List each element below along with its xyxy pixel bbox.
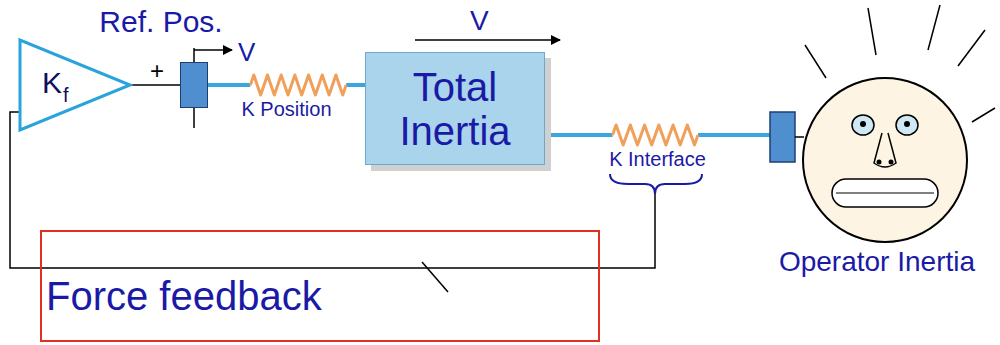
feedback-title: Force feedback xyxy=(46,274,322,318)
operator-face: Operator Inertia xyxy=(770,75,975,245)
inertia-box: Total Inertia xyxy=(365,52,545,165)
reference-block: Ref. Pos. xyxy=(180,62,208,108)
triangle-outline xyxy=(20,40,130,130)
feedback-wire xyxy=(10,112,655,268)
gain-subscript: f xyxy=(63,84,69,106)
spring-connector xyxy=(208,75,365,95)
velocity-arrow xyxy=(194,49,232,51)
leader-line xyxy=(422,262,448,292)
ref-label: Ref. Pos. xyxy=(99,5,222,38)
box-title: Total Inertia xyxy=(372,65,538,153)
sum-sign: + xyxy=(150,58,164,84)
spring-label: K Interface xyxy=(607,148,708,170)
operator-label: Operator Inertia xyxy=(779,247,975,278)
spring-label: K Position xyxy=(239,98,333,120)
velocity-label: V xyxy=(470,6,489,37)
gain-symbol: K xyxy=(42,66,62,99)
connector-line xyxy=(130,85,180,86)
velocity-arrow xyxy=(415,39,560,41)
velocity-label: V xyxy=(238,38,255,67)
brace xyxy=(610,174,702,194)
feedback-box: Force feedback xyxy=(40,230,600,342)
amplifier-triangle: Kf xyxy=(20,40,130,130)
spring-connector xyxy=(545,125,770,145)
face-drawing xyxy=(770,75,975,245)
